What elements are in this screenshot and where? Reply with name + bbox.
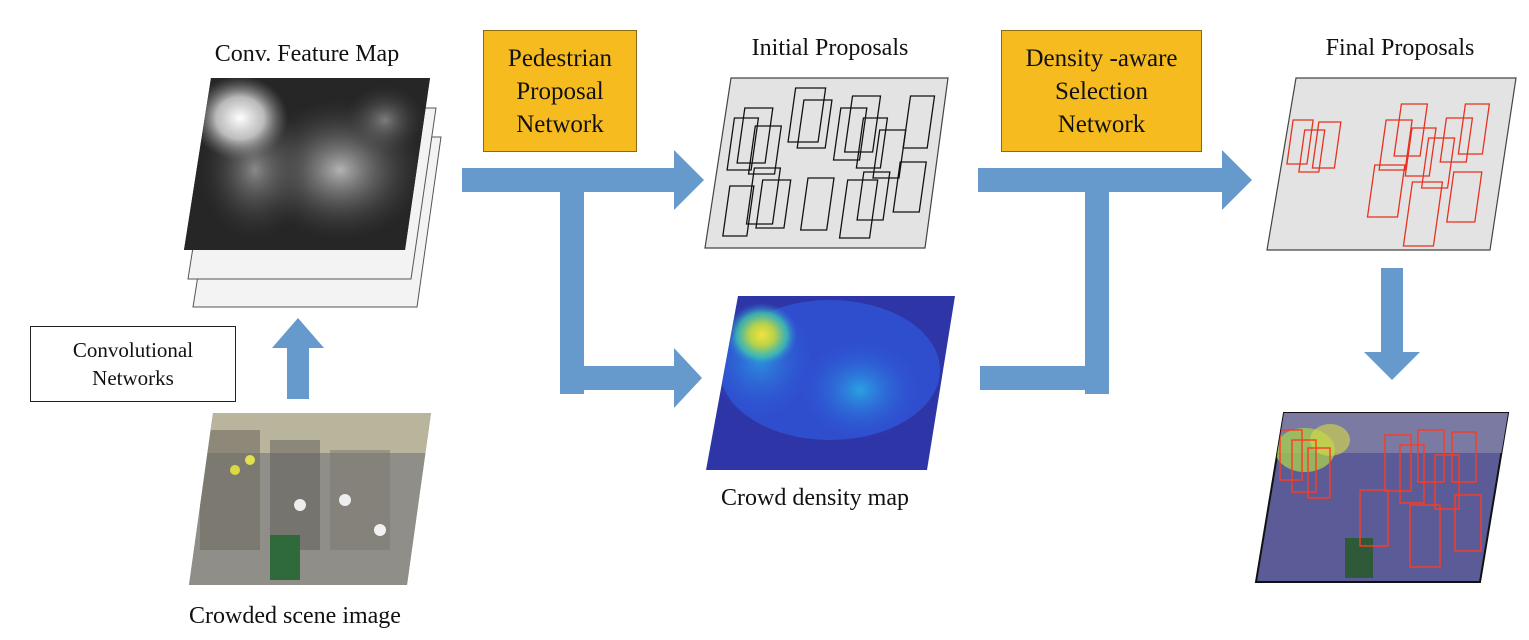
initial-proposals-panel: [704, 77, 949, 249]
crowded-scene-image: [189, 413, 431, 585]
initial-proposal-boxes: [722, 87, 936, 239]
convolutional-networks-box: Convolutional Networks: [30, 326, 236, 402]
arrow-scene-to-features: [272, 318, 324, 399]
initial-proposals-label: Initial Proposals: [751, 35, 909, 61]
final-overlay-image: [1254, 412, 1510, 583]
pedestrian-proposal-network-box: Pedestrian Proposal Network: [483, 30, 637, 152]
ppn-line-2: Proposal: [516, 77, 604, 105]
dsn-line-1: Density -aware: [1025, 44, 1178, 72]
conv-line-1: Convolutional: [72, 338, 194, 362]
final-proposal-boxes: [1286, 103, 1491, 247]
density-map-label: Crowd density map: [721, 485, 909, 511]
ppn-line-3: Network: [516, 110, 604, 138]
feature-map-label: Conv. Feature Map: [214, 41, 400, 67]
arrow-branch-left: [462, 150, 704, 408]
dsn-line-3: Network: [1057, 110, 1146, 138]
ppn-line-1: Pedestrian: [507, 44, 613, 72]
arrow-branch-right: [978, 150, 1252, 394]
final-proposals-label: Final Proposals: [1325, 35, 1475, 61]
final-proposals-panel: [1266, 77, 1517, 251]
crowd-density-map: [706, 296, 955, 470]
scene-image-label: Crowded scene image: [189, 603, 401, 629]
arrow-final-down: [1364, 268, 1420, 380]
dsn-line-2: Selection: [1054, 77, 1148, 105]
feature-map-heat: [184, 78, 430, 250]
feature-map-stack: [184, 78, 442, 308]
density-aware-selection-network-box: Density -aware Selection Network: [1001, 30, 1202, 152]
conv-line-2: Networks: [92, 366, 174, 390]
